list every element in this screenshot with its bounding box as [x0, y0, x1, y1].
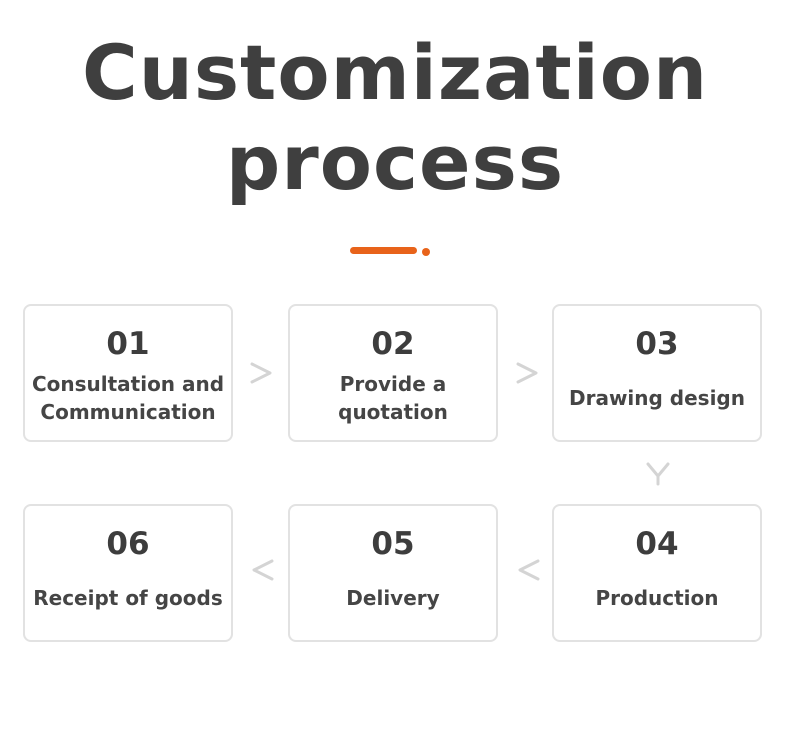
chevron-right-icon: [516, 362, 538, 384]
chevron-right-icon: [250, 362, 272, 384]
step-card-01: 01 Consultation and Communication: [23, 304, 233, 442]
step-label: Delivery: [346, 586, 440, 610]
step-card-05: 05 Delivery: [288, 504, 498, 642]
title-underline-dot: [422, 248, 430, 256]
step-number: 01: [106, 326, 150, 362]
title-underline-bar: [350, 247, 417, 254]
chevron-down-icon: [646, 462, 670, 486]
step-label: Receipt of goods: [33, 586, 223, 610]
page-title-line-2: process: [225, 118, 565, 207]
page-title-line-1: Customization: [81, 28, 709, 117]
step-number: 06: [106, 526, 150, 562]
step-number: 02: [371, 326, 415, 362]
step-number: 05: [371, 526, 415, 562]
step-number: 03: [635, 326, 679, 362]
step-label: Provide a quotation: [338, 372, 448, 424]
step-card-03: 03 Drawing design: [552, 304, 762, 442]
step-label: Consultation and Communication: [31, 372, 225, 424]
step-number: 04: [635, 526, 679, 562]
page-title: Customization process: [0, 28, 790, 208]
chevron-left-icon: [518, 559, 540, 581]
step-label: Drawing design: [568, 386, 745, 410]
step-label: Production: [595, 586, 719, 610]
step-card-02: 02 Provide a quotation: [288, 304, 498, 442]
step-card-06: 06 Receipt of goods: [23, 504, 233, 642]
step-card-04: 04 Production: [552, 504, 762, 642]
chevron-left-icon: [252, 559, 274, 581]
